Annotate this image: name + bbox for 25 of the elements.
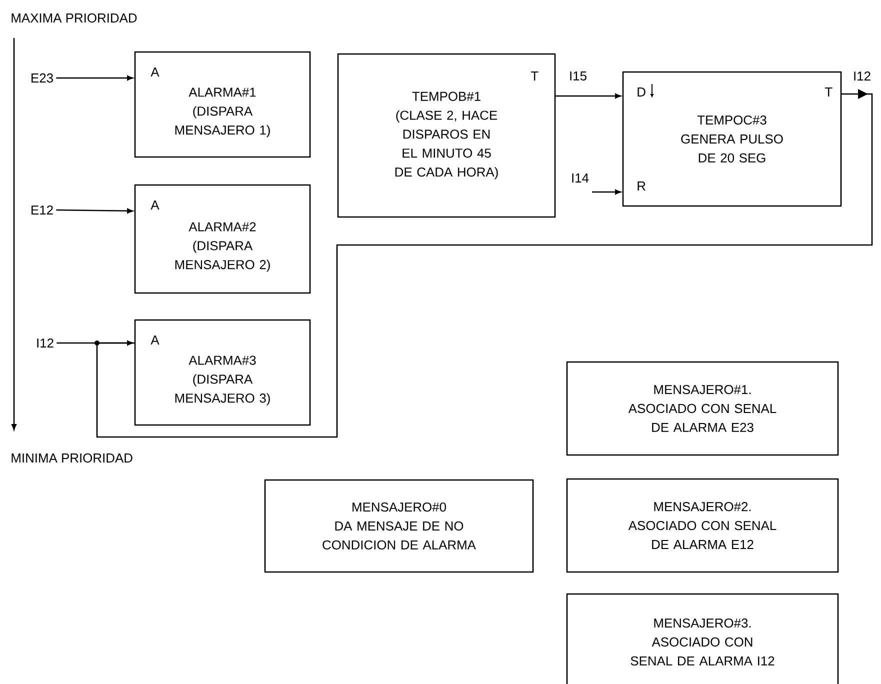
pin-label: T (530, 72, 538, 80)
edge-label: I14 (570, 172, 590, 184)
signal-label: E23 (32, 73, 53, 83)
edge-label: I12 (852, 70, 872, 82)
arrow (96, 89, 873, 438)
message-box: MENSAJERO#2. ASOCIADO CON SENAL DE ALARMA E12 (566, 478, 839, 573)
edge-label: I15 (568, 70, 588, 82)
message-box: MENSAJERO#1. ASOCIADO CON SENAL DE ALARMA E23 (566, 361, 839, 456)
pin-label: A (150, 336, 160, 344)
pin-label: D (638, 88, 646, 96)
pin-label: R (638, 182, 646, 190)
arrow (555, 93, 621, 98)
priority-label: MAXIMA PRIORIDAD (12, 13, 137, 23)
pin-label: A (150, 200, 160, 210)
message-box: MENSAJERO#3. ASOCIADO CON SENAL DE ALARMA I12 (566, 593, 839, 684)
pin-label: T (824, 88, 832, 96)
pin-label: A (150, 68, 160, 76)
signal-label: E12 (32, 205, 53, 215)
message-box: MENSAJERO#0 DA MENSAJE DE NO CONDICION DE ALARMA (264, 479, 534, 573)
arrow (56, 340, 133, 346)
arrow (56, 208, 133, 214)
signal-label: I12 (37, 338, 54, 348)
priority-label: MINIMA PRIORIDAD (12, 453, 132, 463)
arrow (592, 189, 621, 194)
arrow (56, 75, 133, 80)
